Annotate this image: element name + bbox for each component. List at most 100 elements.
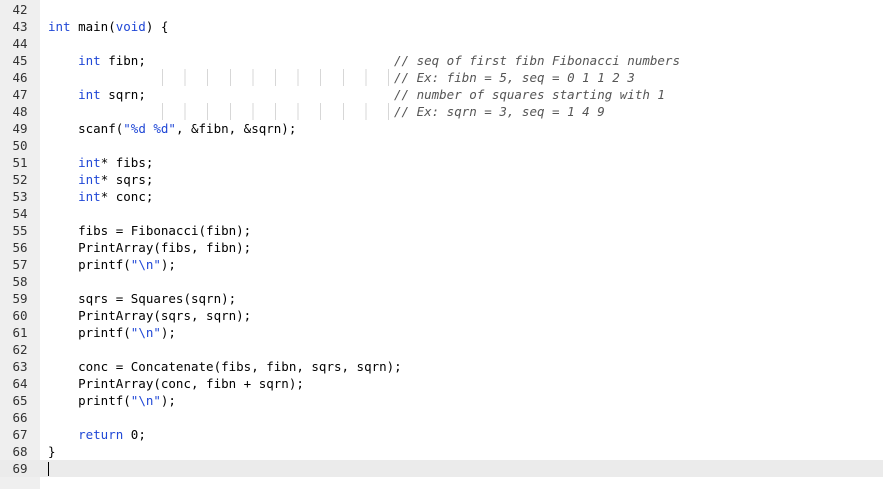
code-token: * sqrs; <box>100 172 154 187</box>
code-line[interactable]: 65 printf("\n"); <box>0 392 883 409</box>
code-line[interactable]: 55 fibs = Fibonacci(fibn); <box>0 222 883 239</box>
line-number: 50 <box>12 138 28 153</box>
code-text: printf("\n"); <box>48 256 176 273</box>
code-token <box>48 427 78 442</box>
code-token: ); <box>160 257 176 272</box>
line-number: 45 <box>12 53 28 68</box>
code-token: * fibs; <box>100 155 154 170</box>
code-line[interactable]: 48 // Ex: sqrn = 3, seq = 1 4 9 <box>0 103 883 120</box>
string-token: "\n" <box>130 257 161 272</box>
code-text: int sqrn; <box>48 86 146 103</box>
line-number: 47 <box>12 87 28 102</box>
keyword-token: int <box>78 189 101 204</box>
keyword-token: int <box>78 53 101 68</box>
line-number-gutter <box>0 0 40 489</box>
string-token: "\n" <box>130 393 161 408</box>
line-number: 44 <box>12 36 28 51</box>
code-token: PrintArray(sqrs, sqrn); <box>48 308 252 323</box>
code-text: fibs = Fibonacci(fibn); <box>48 222 251 239</box>
code-line[interactable]: 58 <box>0 273 883 290</box>
code-text: PrintArray(fibs, fibn); <box>48 239 251 256</box>
code-token: sqrn; <box>100 87 146 102</box>
line-number: 52 <box>12 172 28 187</box>
code-line[interactable]: 63 conc = Concatenate(fibs, fibn, sqrs, … <box>0 358 883 375</box>
code-text: PrintArray(conc, fibn + sqrn); <box>48 375 304 392</box>
line-number: 53 <box>12 189 28 204</box>
indent-guides <box>162 103 392 120</box>
code-line[interactable]: 68} <box>0 443 883 460</box>
keyword-token: void <box>115 19 146 34</box>
code-line[interactable]: 46// Ex: fibn = 5, seq = 0 1 1 2 3 <box>0 69 883 86</box>
code-line[interactable]: 52 int* sqrs; <box>0 171 883 188</box>
code-comment: // Ex: sqrn = 3, seq = 1 4 9 <box>394 104 605 119</box>
line-number: 63 <box>12 359 28 374</box>
code-line[interactable]: 67 return 0; <box>0 426 883 443</box>
code-line[interactable]: 56 PrintArray(fibs, fibn); <box>0 239 883 256</box>
line-number: 60 <box>12 308 28 323</box>
keyword-token: int <box>78 87 101 102</box>
line-number: 56 <box>12 240 28 255</box>
code-line[interactable]: 66 <box>0 409 883 426</box>
code-token: fibn; <box>100 53 146 68</box>
line-number: 49 <box>12 121 28 136</box>
line-number: 68 <box>12 444 28 459</box>
line-number: 55 <box>12 223 28 238</box>
code-comment: // seq of first fibn Fibonacci numbers <box>394 53 680 68</box>
code-line[interactable]: 61 printf("\n"); <box>0 324 883 341</box>
code-token: printf( <box>48 393 131 408</box>
line-number: 54 <box>12 206 28 221</box>
code-token: PrintArray(fibs, fibn); <box>48 240 252 255</box>
code-line[interactable]: 69 <box>0 460 883 477</box>
code-line[interactable]: 51 int* fibs; <box>0 154 883 171</box>
indent-guides <box>162 69 392 86</box>
code-line[interactable]: 47 int sqrn; // number of squares startin… <box>0 86 883 103</box>
line-number: 62 <box>12 342 28 357</box>
code-line[interactable]: 50 <box>0 137 883 154</box>
keyword-token: return <box>78 427 124 442</box>
code-line[interactable]: 57 printf("\n"); <box>0 256 883 273</box>
code-token: scanf( <box>48 121 124 136</box>
line-number: 65 <box>12 393 28 408</box>
code-line[interactable]: 62 <box>0 341 883 358</box>
code-token: main( <box>70 19 116 34</box>
line-number: 46 <box>12 70 28 85</box>
code-line[interactable]: 44 <box>0 35 883 52</box>
code-line[interactable]: 45 int fibn; // seq of first fibn Fibonac… <box>0 52 883 69</box>
code-token <box>48 172 78 187</box>
code-line[interactable]: 60 PrintArray(sqrs, sqrn); <box>0 307 883 324</box>
code-token <box>48 189 78 204</box>
line-number: 43 <box>12 19 28 34</box>
line-number: 58 <box>12 274 28 289</box>
code-line[interactable]: 53 int* conc; <box>0 188 883 205</box>
line-number: 61 <box>12 325 28 340</box>
code-comment: // number of squares starting with 1 <box>394 87 665 102</box>
code-line[interactable]: 54 <box>0 205 883 222</box>
code-token <box>48 53 78 68</box>
code-token: fibs = Fibonacci(fibn); <box>48 223 252 238</box>
code-line[interactable]: 59 sqrs = Squares(sqrn); <box>0 290 883 307</box>
line-number: 64 <box>12 376 28 391</box>
code-token: printf( <box>48 325 131 340</box>
code-token: conc = Concatenate(fibs, fibn, sqrs, sqr… <box>48 359 402 374</box>
code-text: printf("\n"); <box>48 392 176 409</box>
line-number: 59 <box>12 291 28 306</box>
code-token: * conc; <box>100 189 154 204</box>
line-number: 48 <box>12 104 28 119</box>
keyword-token: int <box>78 172 101 187</box>
code-line[interactable]: 42 <box>0 1 883 18</box>
code-text: } <box>48 443 56 460</box>
code-token: sqrs = Squares(sqrn); <box>48 291 237 306</box>
code-token: ); <box>160 393 176 408</box>
line-number: 57 <box>12 257 28 272</box>
code-token <box>48 87 78 102</box>
code-text: conc = Concatenate(fibs, fibn, sqrs, sqr… <box>48 358 402 375</box>
code-line[interactable]: 64 PrintArray(conc, fibn + sqrn); <box>0 375 883 392</box>
code-line[interactable]: 49 scanf("%d %d", &fibn, &sqrn); <box>0 120 883 137</box>
keyword-token: int <box>48 19 71 34</box>
string-token: "\n" <box>130 325 161 340</box>
line-number: 69 <box>12 461 28 476</box>
code-token: ); <box>160 325 176 340</box>
code-token: printf( <box>48 257 131 272</box>
